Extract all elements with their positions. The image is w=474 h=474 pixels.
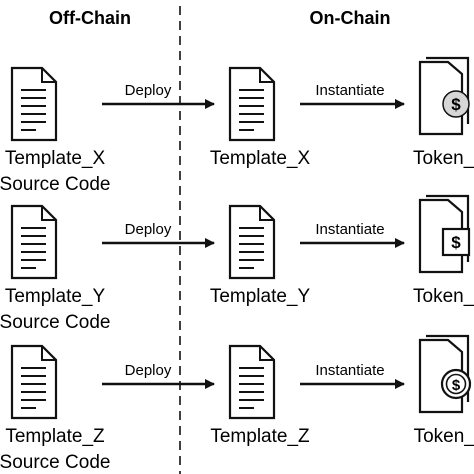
source-label-line2: Source Code [0,174,110,195]
row-y: Template_Y Source Code Deploy Template_Y… [0,194,474,333]
deploy-label: Deploy [125,82,172,99]
template-label: Template_X [210,148,311,169]
template-document-icon [228,344,276,420]
token-icon: $ [418,334,472,414]
source-document-icon [10,204,58,280]
token-icon: $ [418,56,470,136]
svg-text:$: $ [451,95,461,114]
svg-text:$: $ [452,377,461,394]
template-document-icon [228,204,276,280]
source-label-line1: Template_Z [5,426,105,447]
instantiate-label: Instantiate [315,221,384,238]
template-label: Template_Z [210,426,310,447]
source-document-icon [10,344,58,420]
dollar-in-square-icon [441,227,471,257]
row-x: Template_X Source Code Deploy Template_X… [0,56,474,195]
source-label-line2: Source Code [0,452,110,473]
token-label: Token_X [413,148,474,169]
source-label-line1: Template_X [5,148,106,169]
on-chain-header: On-Chain [310,8,391,28]
template-label: Template_Y [210,286,311,307]
token-icon: $ [418,194,471,274]
token-label: Token_Y [413,286,474,307]
row-z: Template_Z Source Code Deploy Template_Z… [0,334,474,473]
instantiate-label: Instantiate [315,362,384,379]
dollar-in-circle-icon [442,90,470,118]
token-label: Token_Z [414,426,474,447]
source-label-line1: Template_Y [5,286,106,307]
off-chain-header: Off-Chain [49,8,131,28]
source-label-line2: Source Code [0,312,110,333]
svg-text:$: $ [451,233,461,252]
deploy-label: Deploy [125,362,172,379]
instantiate-label: Instantiate [315,82,384,99]
source-document-icon [10,66,58,142]
deploy-label: Deploy [125,221,172,238]
template-document-icon [228,66,276,142]
